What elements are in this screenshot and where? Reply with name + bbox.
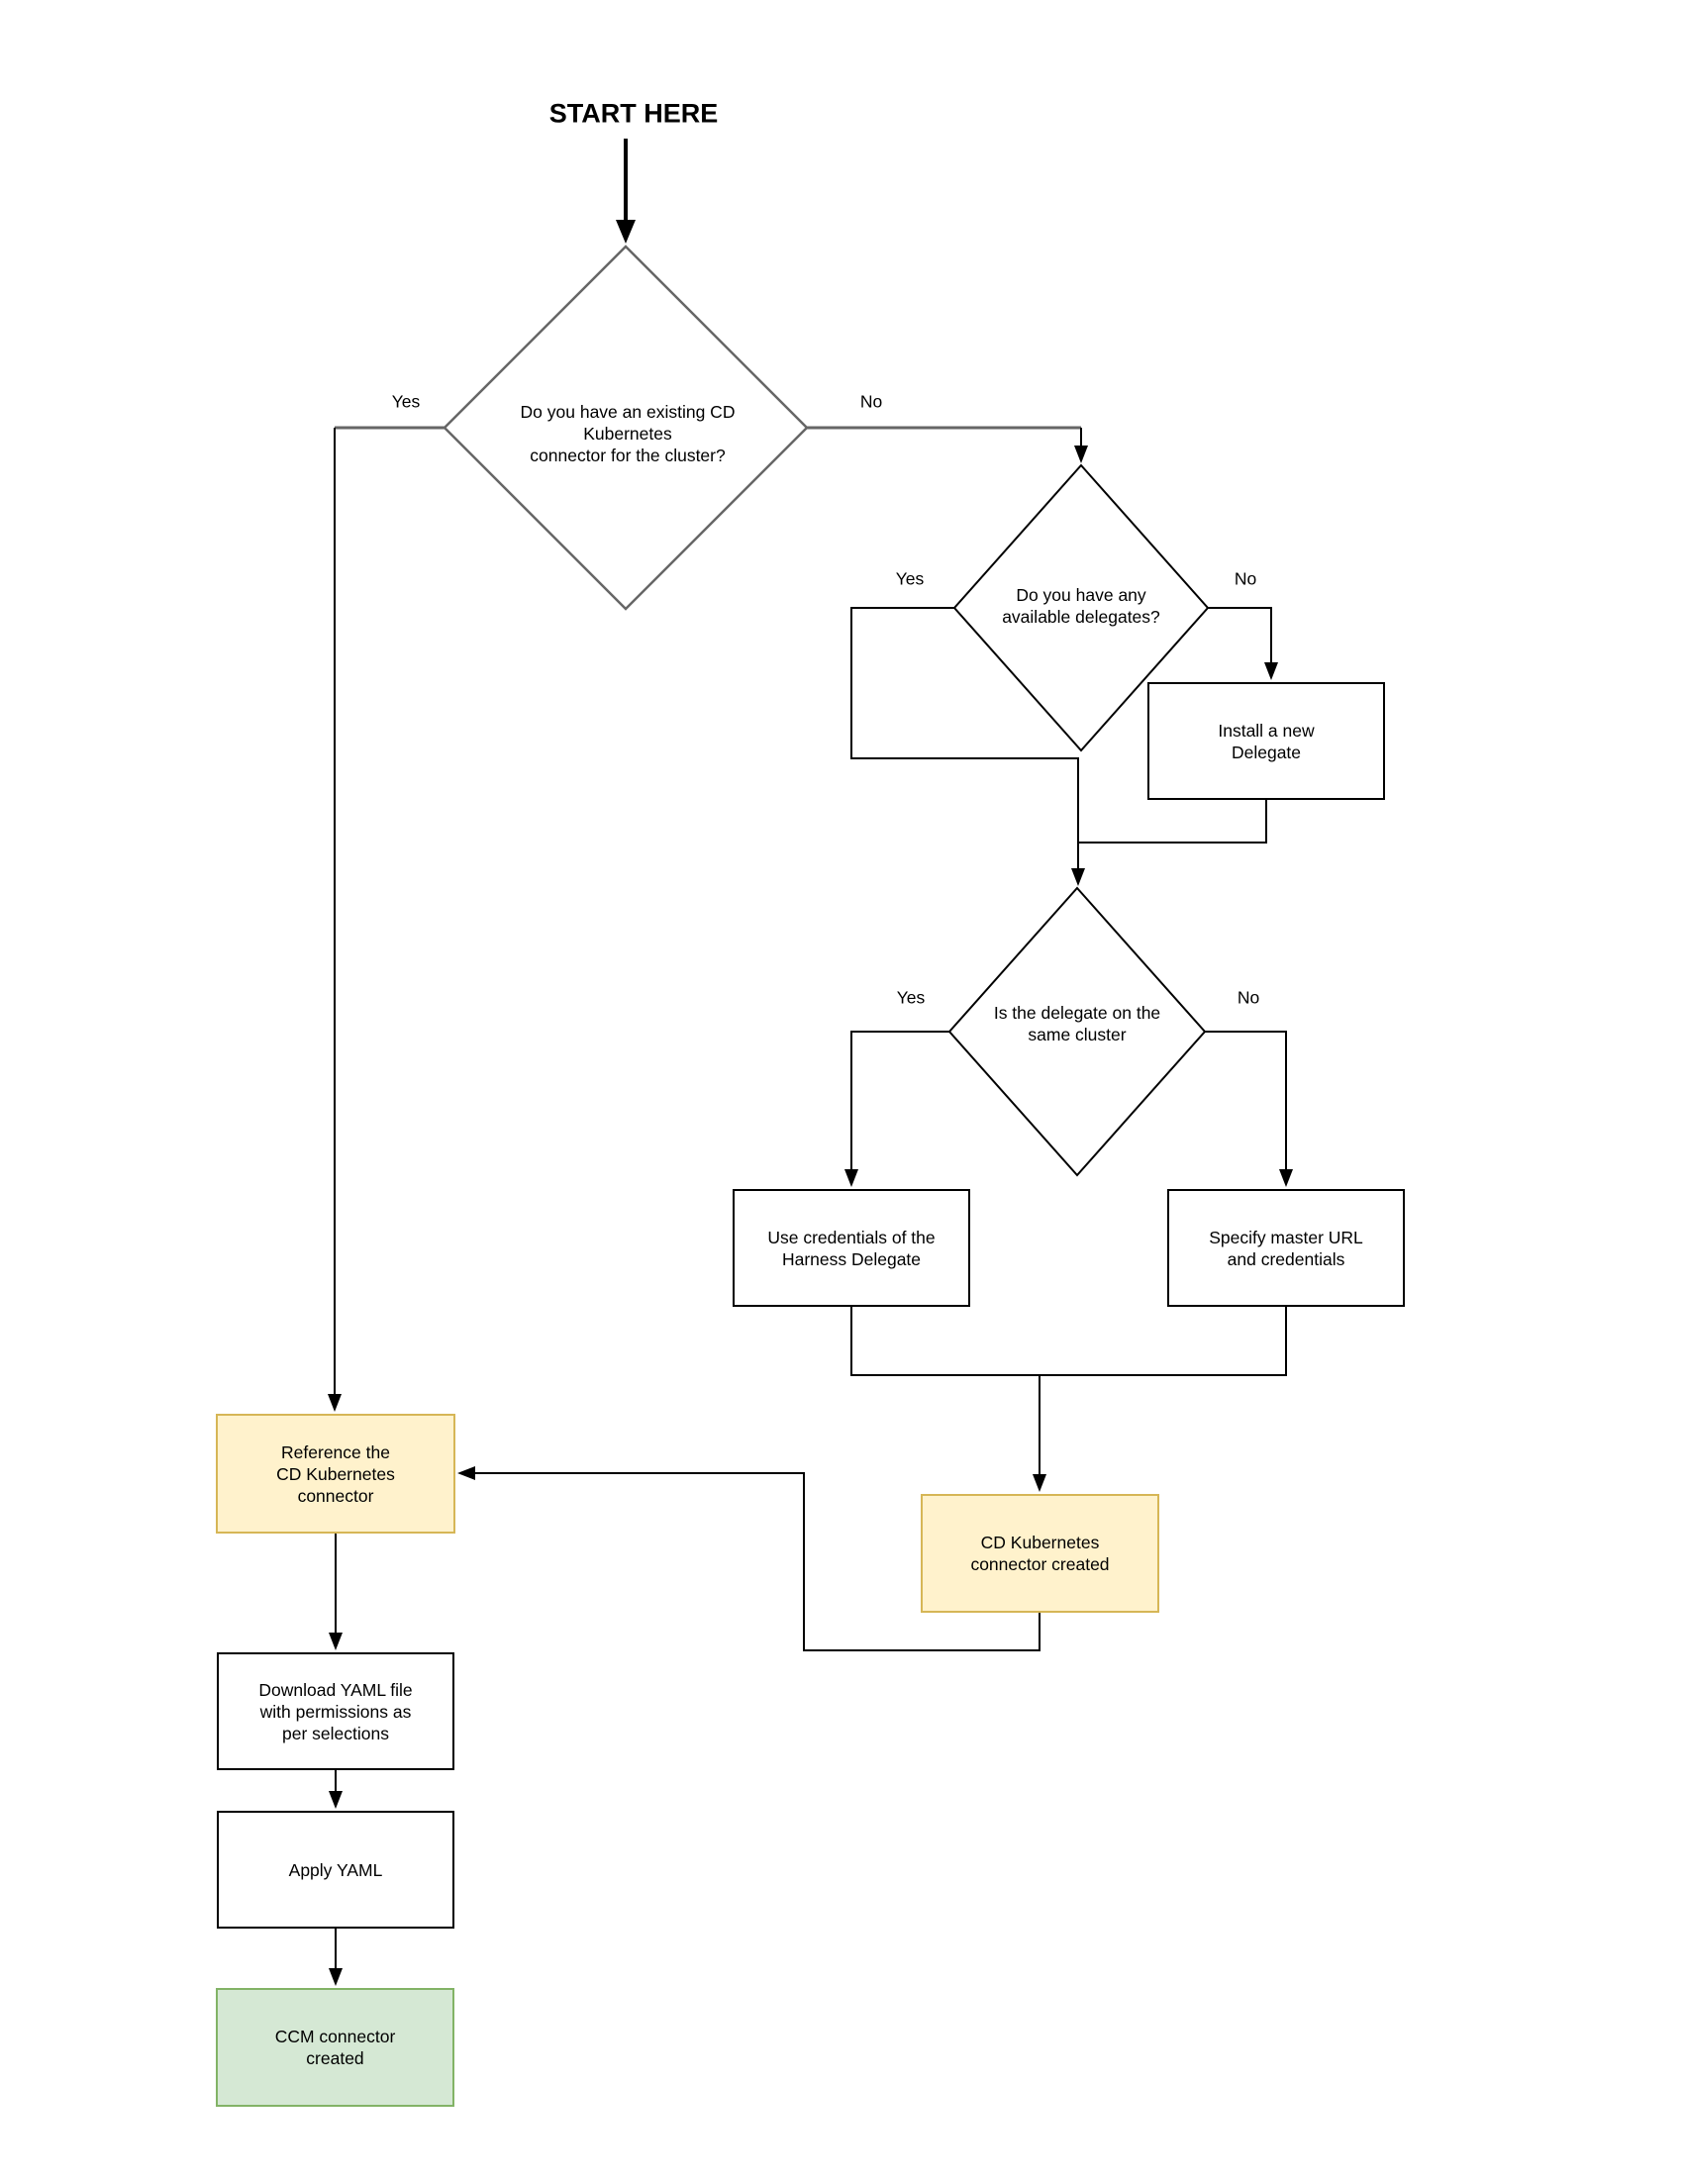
process-specify-master-url: Specify master URL and credentials: [1167, 1189, 1405, 1307]
edge-label-decision3-no: No: [1235, 987, 1262, 1009]
decision-available-delegates-text: Do you have any available delegates?: [1002, 585, 1160, 627]
edge-install-to-decision3: [1078, 800, 1267, 844]
node-cd-connector-created: CD Kubernetes connector created: [921, 1494, 1159, 1613]
edge-label-decision2-no: No: [1232, 568, 1259, 590]
edge-label-decision3-yes: Yes: [894, 987, 928, 1009]
process-apply-yaml: Apply YAML: [217, 1811, 454, 1929]
edge-decision3-no-to-specify-master: [1205, 1031, 1293, 1187]
node-reference-cd-connector: Reference the CD Kubernetes connector: [216, 1414, 455, 1534]
edge-decision2-no-to-install: [1208, 607, 1278, 680]
edge-label-decision1-no: No: [857, 391, 885, 413]
edge-credentials-merge: [850, 1307, 1287, 1376]
process-download-yaml: Download YAML file with permissions as p…: [217, 1652, 454, 1770]
edge-label-decision2-yes: Yes: [893, 568, 927, 590]
edge-decision2-yes-to-decision3: [850, 607, 1085, 886]
decision-existing-connector-text: Do you have an existing CD Kubernetes co…: [520, 402, 736, 465]
edge-decision3-yes-to-use-credentials: [844, 1031, 949, 1187]
node-ccm-connector-created: CCM connector created: [216, 1988, 454, 2107]
decision-delegate-same-cluster-text: Is the delegate on the same cluster: [993, 1003, 1161, 1044]
process-use-delegate-credentials: Use credentials of the Harness Delegate: [733, 1189, 970, 1307]
start-here-label: START HERE: [548, 98, 719, 129]
edge-label-decision1-yes: Yes: [389, 391, 423, 413]
process-install-new-delegate: Install a new Delegate: [1147, 682, 1385, 800]
